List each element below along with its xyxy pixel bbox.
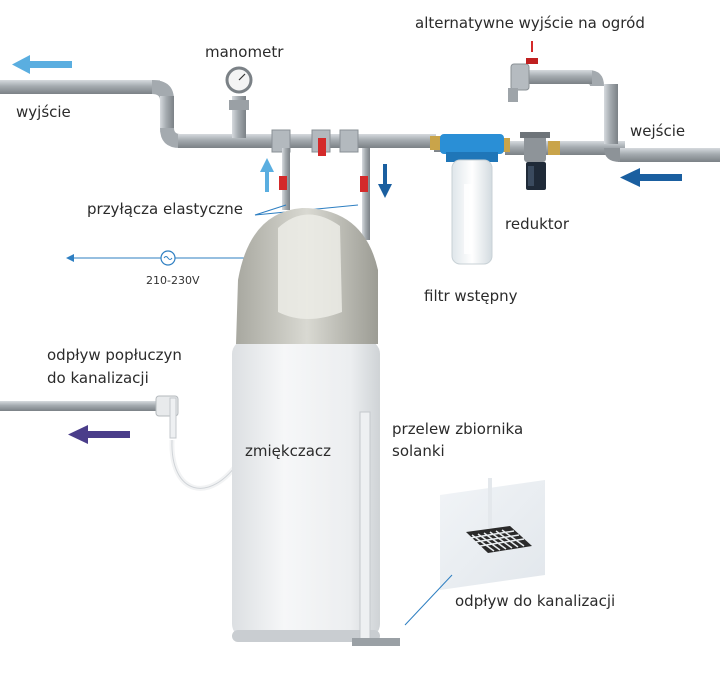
inlet-label: wejście: [630, 122, 686, 140]
bypass-valves: [271, 129, 359, 156]
manometer-label: manometr: [205, 43, 284, 61]
garden-tap: [508, 41, 538, 102]
drain-pipe: [0, 395, 243, 491]
drain-flow-arrow: [68, 425, 130, 444]
outlet-label: wyjście: [16, 103, 71, 121]
manometer-gauge: [225, 66, 253, 138]
brine-overflow-label-line2: solanki: [392, 442, 445, 460]
flexible-connection-risers: [279, 148, 370, 240]
floor-drain-inset: [404, 478, 545, 626]
softener-return-down-arrow: [378, 164, 392, 198]
softener-supply-up-arrow: [260, 158, 274, 192]
floor-drain-label: odpływ do kanalizacji: [455, 592, 616, 610]
pressure-reducer: [520, 132, 560, 190]
outlet-flow-arrow: [12, 55, 72, 74]
prefilter-label: filtr wstępny: [424, 287, 518, 305]
brine-overflow-label-line1: przelew zbiornika: [392, 420, 524, 438]
voltage-label: 210-230V: [146, 274, 200, 287]
backwash-drain-label-line2: do kanalizacji: [47, 369, 149, 387]
flexible-connections-label: przyłącza elastyczne: [87, 200, 243, 218]
garden-outlet-label: alternatywne wyjście na ogród: [415, 14, 645, 32]
reducer-label: reduktor: [505, 215, 570, 233]
inlet-flow-arrow: [620, 168, 682, 187]
power-cable: [66, 250, 258, 266]
prefilter-housing: [430, 134, 510, 265]
softener-label: zmiękczacz: [245, 442, 332, 460]
softener-tank: [232, 208, 400, 646]
main-pipe: [0, 70, 720, 162]
backwash-drain-label-line1: odpływ popłuczyn: [47, 346, 182, 364]
